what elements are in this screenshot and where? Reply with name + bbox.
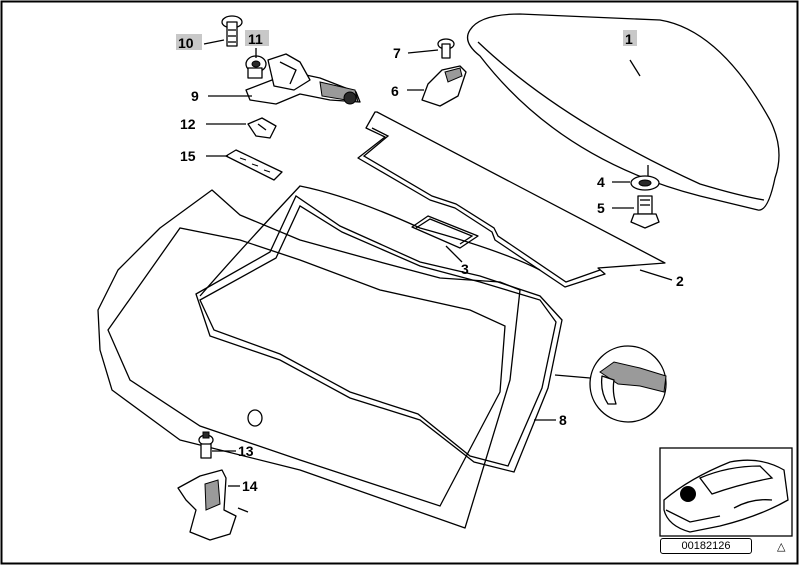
callout-9: 9 [191, 88, 199, 104]
bolt-part [630, 195, 660, 229]
strip-part [225, 149, 283, 181]
washer-part [630, 175, 660, 191]
hinge-part [245, 53, 361, 105]
callout-12: 12 [180, 116, 196, 132]
diagram-reference-number: 00182126 [660, 538, 752, 554]
callout-3: 3 [461, 261, 469, 277]
bracket-part [421, 65, 467, 107]
pin-part [198, 431, 214, 459]
clip-part [247, 117, 277, 139]
callout-5: 5 [597, 200, 605, 216]
callout-labels: 1 2 3 4 5 6 7 8 9 10 11 12 13 14 15 [176, 30, 684, 494]
trim-panel-part [357, 111, 666, 288]
triangle-icon: △ [777, 540, 786, 553]
callout-1-highlight [623, 30, 637, 46]
callout-10-highlight [176, 34, 202, 50]
callout-15: 15 [180, 148, 196, 164]
leader-lines [203, 39, 673, 487]
callout-11-highlight [245, 30, 269, 46]
callout-6: 6 [391, 83, 399, 99]
callout-4: 4 [597, 174, 605, 190]
callout-13: 13 [238, 443, 254, 459]
callout-8: 8 [559, 412, 567, 428]
mount-bracket-part [177, 469, 249, 541]
callout-11: 11 [248, 31, 263, 47]
car-thumbnail [659, 447, 793, 537]
callout-14: 14 [242, 478, 258, 494]
rear-window-part [97, 185, 563, 529]
callout-7: 7 [393, 45, 401, 61]
callout-2: 2 [676, 273, 684, 289]
callout-1: 1 [625, 31, 633, 47]
callout-10: 10 [178, 35, 194, 51]
nut-11-part [245, 55, 267, 79]
screw-10-part [221, 15, 243, 47]
spoiler-part [466, 13, 780, 211]
pad-part [411, 215, 479, 249]
seal-detail-part [554, 345, 667, 423]
screw-part [437, 38, 455, 59]
